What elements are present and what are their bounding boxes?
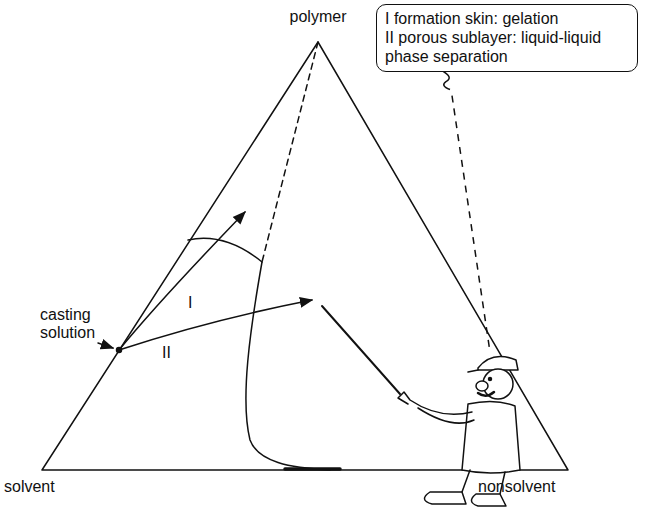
binodal-curve <box>246 262 330 470</box>
vertex-label: polymer <box>290 8 347 26</box>
shoe <box>424 492 466 504</box>
callout-text: I formation skin: gelation <box>385 9 629 28</box>
vertex-label: solvent <box>4 478 55 496</box>
path-label: I <box>188 294 192 312</box>
binodal-base <box>285 467 340 471</box>
gelation-boundary <box>188 238 262 262</box>
point-label: casting solution <box>40 306 106 343</box>
nose <box>476 381 488 391</box>
vertex-label: nonsolvent <box>478 478 555 496</box>
shoe <box>471 494 506 506</box>
composition-point <box>117 348 122 353</box>
leader-arrow <box>98 343 113 348</box>
path-label: II <box>162 344 171 362</box>
eye <box>489 378 492 381</box>
pointer-stick <box>322 306 400 394</box>
path-arrow-i <box>119 212 245 350</box>
dashed-line <box>262 42 318 262</box>
arm <box>398 392 472 414</box>
bubble-tail <box>442 71 450 90</box>
callout-bubble: I formation skin: gelationII porous subl… <box>376 4 638 72</box>
callout-text: II porous sublayer: liquid-liquid phase … <box>385 28 629 66</box>
arm-lower <box>418 408 474 423</box>
cap-visor <box>468 370 478 372</box>
presenter-figure <box>322 306 520 506</box>
path-arrow-ii <box>119 300 312 350</box>
speech-line <box>452 96 490 352</box>
mustache <box>478 392 494 396</box>
cap <box>478 356 518 370</box>
